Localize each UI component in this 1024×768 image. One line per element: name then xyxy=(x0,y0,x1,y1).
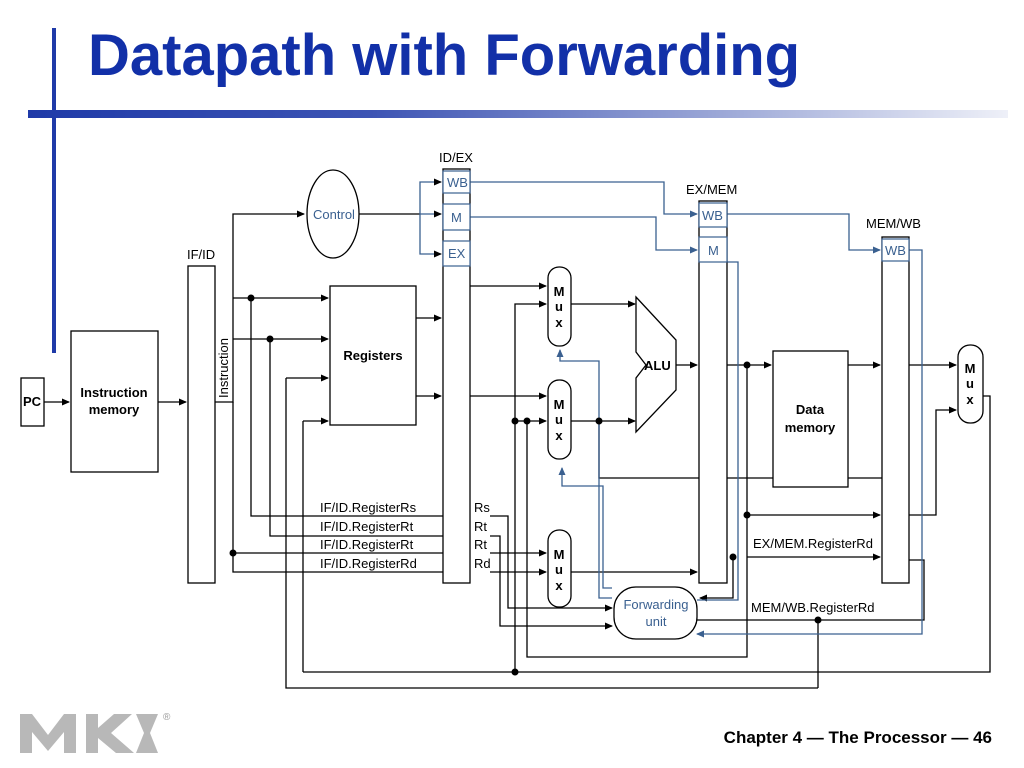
mux-wb-label-1: M xyxy=(965,361,976,376)
slide-title: Datapath with Forwarding xyxy=(88,23,801,88)
mem-wb-wb-field xyxy=(881,238,910,262)
forwarding-unit-label-2: unit xyxy=(646,614,667,629)
title-accent-horizontal-bar xyxy=(28,110,1008,118)
mux-a xyxy=(547,266,572,347)
instruction-label: Instruction xyxy=(216,338,231,398)
data-memory-label-2: memory xyxy=(785,420,836,435)
pc-register xyxy=(20,377,45,427)
data-memory-label-1: Data xyxy=(796,402,825,417)
id-ex-m-field xyxy=(442,203,471,231)
ex-mem-registerrd-label: EX/MEM.RegisterRd xyxy=(753,536,873,551)
forwarding-unit xyxy=(613,586,698,640)
alu xyxy=(635,295,677,434)
id-ex-rs-label: Rs xyxy=(474,500,490,515)
mux-wb-label-3: x xyxy=(966,392,974,407)
mux-c xyxy=(547,529,572,608)
mk-logo: ® xyxy=(18,708,178,763)
register-file xyxy=(329,285,417,426)
mux-wb xyxy=(957,344,984,424)
mux-c-label-1: M xyxy=(554,547,565,562)
mk-logo-k-shape xyxy=(86,714,134,753)
ex-mem-register xyxy=(698,200,728,584)
mux-a-label-2: u xyxy=(555,299,563,314)
alu-label: ALU xyxy=(644,358,671,373)
registered-mark: ® xyxy=(163,712,171,723)
mux-a-label-1: M xyxy=(554,284,565,299)
slide-footer: Chapter 4 — The Processor — 46 xyxy=(723,728,992,747)
ex-mem-m-field xyxy=(698,236,728,263)
id-ex-ex-field xyxy=(442,240,471,267)
forwarding-unit-label-1: Forwarding xyxy=(623,597,688,612)
ex-mem-wb-text: WB xyxy=(702,208,723,223)
mux-b-label-3: x xyxy=(555,428,563,443)
id-ex-ex-text: EX xyxy=(448,246,466,261)
mux-a-label-3: x xyxy=(555,315,563,330)
instruction-memory xyxy=(70,330,159,473)
mux-b-label-2: u xyxy=(555,412,563,427)
if-id-registerrt-label-2: IF/ID.RegisterRt xyxy=(320,537,414,552)
if-id-label: IF/ID xyxy=(187,247,215,262)
ex-mem-label: EX/MEM xyxy=(686,182,737,197)
id-ex-wb-text: WB xyxy=(447,175,468,190)
mux-b-label-1: M xyxy=(554,397,565,412)
id-ex-rd-label: Rd xyxy=(474,556,491,571)
registers-label: Registers xyxy=(343,348,402,363)
id-ex-wb-field xyxy=(442,170,471,194)
mem-wb-register xyxy=(881,236,910,584)
id-ex-rt-label-2: Rt xyxy=(474,537,487,552)
mux-c-label-3: x xyxy=(555,578,563,593)
data-memory xyxy=(772,350,849,488)
control-label: Control xyxy=(313,207,355,222)
if-id-registerrt-label-1: IF/ID.RegisterRt xyxy=(320,519,414,534)
instruction-memory-label-1: Instruction xyxy=(80,385,147,400)
if-id-registerrs-label: IF/ID.RegisterRs xyxy=(320,500,417,515)
if-id-registerrd-label: IF/ID.RegisterRd xyxy=(320,556,417,571)
title-accent-vertical-bar xyxy=(52,28,56,353)
mem-wb-wb-text: WB xyxy=(885,243,906,258)
instruction-memory-label-2: memory xyxy=(89,402,140,417)
mux-c-label-2: u xyxy=(555,562,563,577)
mk-logo-bar-shape xyxy=(136,714,158,753)
if-id-register xyxy=(187,265,216,584)
mem-wb-label: MEM/WB xyxy=(866,216,921,231)
mux-wb-label-2: u xyxy=(966,376,974,391)
id-ex-register xyxy=(442,168,471,584)
mem-wb-registerrd-label: MEM/WB.RegisterRd xyxy=(751,600,875,615)
ex-mem-m-text: M xyxy=(708,243,719,258)
mk-logo-m-shape xyxy=(20,714,76,753)
id-ex-m-text: M xyxy=(451,210,462,225)
ex-mem-wb-field xyxy=(698,202,728,228)
mux-b xyxy=(547,379,572,460)
control-unit xyxy=(306,169,360,259)
id-ex-label: ID/EX xyxy=(439,150,473,165)
pc-label: PC xyxy=(23,394,42,409)
id-ex-rt-label-1: Rt xyxy=(474,519,487,534)
